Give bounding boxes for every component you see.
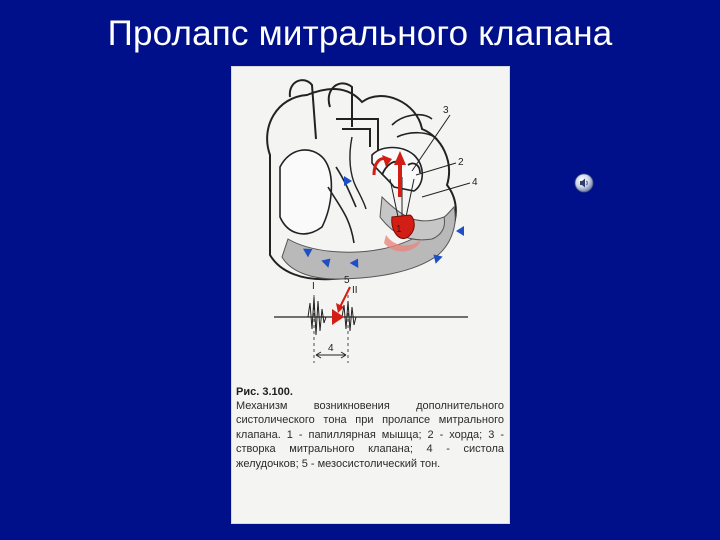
- slide-title: Пролапс митрального клапана: [107, 14, 613, 53]
- label-5: 5: [344, 275, 350, 286]
- contraction-arrow: [330, 176, 352, 186]
- sound-icon[interactable]: [574, 173, 594, 193]
- pcg-tone-I: [307, 296, 327, 336]
- prolapse-arrow-up-head: [394, 151, 406, 165]
- aorta: [288, 79, 379, 151]
- click-arrow: [339, 286, 351, 308]
- contraction-arrow: [456, 226, 478, 236]
- atrial-septum: [349, 136, 367, 210]
- label-1: 1: [396, 224, 402, 235]
- heart-diagram: 3 2 4 1 5 I II 4: [232, 67, 509, 377]
- label-tone-I: I: [312, 281, 315, 292]
- caption-text: Механизм возникновения дополнительного с…: [236, 400, 504, 470]
- right-chambers: [279, 149, 333, 235]
- label-2: 2: [458, 157, 464, 168]
- label-tone-II: II: [352, 285, 358, 296]
- pcg-tone-II: [341, 300, 357, 332]
- contraction-arrow: [314, 258, 331, 275]
- midsystolic-click: [332, 309, 344, 325]
- septum: [327, 166, 357, 244]
- prolapse-arrow-curve-head: [382, 155, 392, 167]
- label-4-systole: 4: [472, 177, 478, 188]
- label-interval: 4: [328, 343, 334, 354]
- interval-arrow: [315, 351, 347, 359]
- papillary-muscle: [391, 214, 415, 239]
- contraction-arrow: [433, 254, 450, 271]
- contraction-arrow: [293, 248, 313, 260]
- caption-title: Рис. 3.100.: [236, 386, 293, 398]
- figure-caption: Рис. 3.100. Механизм возникновения допол…: [236, 385, 504, 471]
- label-3: 3: [443, 105, 449, 116]
- contraction-arrow: [347, 258, 359, 278]
- figure-card: 3 2 4 1 5 I II 4 Рис. 3.100. Механизм во…: [231, 66, 510, 524]
- papillary-muscle-speckle: [384, 235, 422, 252]
- click-arrow-head: [336, 303, 344, 313]
